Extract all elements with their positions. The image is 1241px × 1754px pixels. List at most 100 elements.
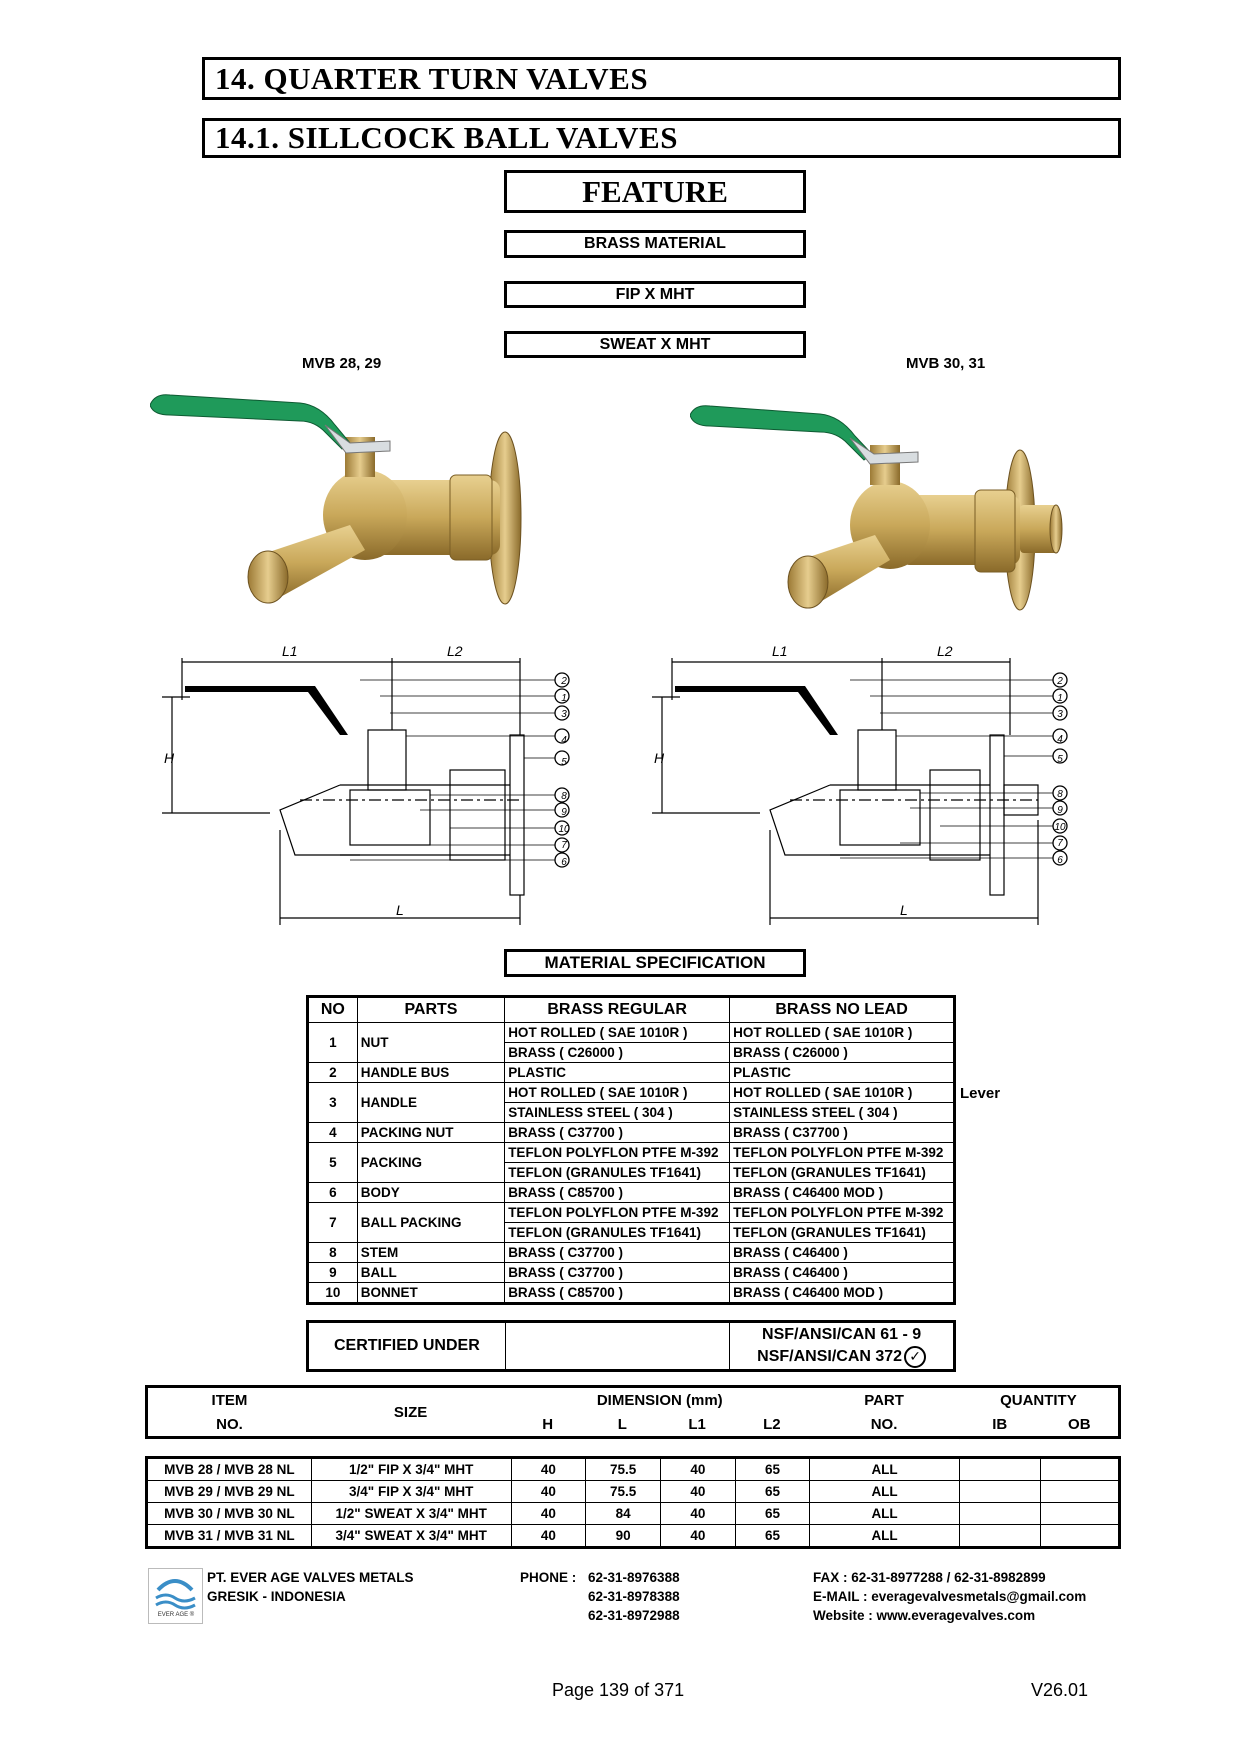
- part-name: BALL PACKING: [356, 1202, 506, 1243]
- cell-ib: [958, 1480, 1042, 1503]
- material-regular: BRASS ( C85700 ): [504, 1182, 731, 1203]
- callouts-right-3: 8 9 10 7 6: [1054, 789, 1066, 866]
- table-row: STAINLESS STEEL ( 304 )STAINLESS STEEL (…: [308, 1102, 955, 1123]
- material-no-lead: BRASS ( C46400 ): [729, 1242, 955, 1263]
- material-regular: BRASS ( C37700 ): [504, 1242, 731, 1263]
- cell-part: ALL: [809, 1480, 960, 1503]
- material-no-lead: BRASS ( C46400 ): [729, 1262, 955, 1283]
- part-name: HANDLE BUS: [356, 1062, 506, 1083]
- cell-part: ALL: [809, 1502, 960, 1525]
- material-no-lead: HOT ROLLED ( SAE 1010R ): [729, 1082, 955, 1103]
- product-caption-left: MVB 28, 29: [302, 355, 382, 372]
- cell-ib: [958, 1457, 1042, 1481]
- callouts-left-2: 4 5: [561, 735, 567, 768]
- ever-age-logo: [148, 1568, 203, 1624]
- material-regular: BRASS ( C26000 ): [504, 1042, 731, 1063]
- cell-item: MVB 29 / MVB 29 NL: [146, 1480, 312, 1503]
- part-no: 4: [307, 1122, 358, 1143]
- part-no: 6: [307, 1182, 358, 1203]
- dim-label-h: H: [164, 750, 175, 766]
- material-spec-title: MATERIAL SPECIFICATION: [504, 949, 806, 977]
- cell-l2: 65: [734, 1457, 811, 1481]
- cell-h: 40: [510, 1502, 587, 1525]
- certified-table: CERTIFIED UNDER NSF/ANSI/CAN 61 - 9 NSF/…: [306, 1320, 956, 1373]
- part-no: 7: [307, 1202, 358, 1243]
- material-no-lead: TEFLON (GRANULES TF1641): [729, 1222, 955, 1243]
- feature-item: SWEAT X MHT: [504, 331, 806, 358]
- part-no: 9: [307, 1262, 358, 1283]
- valve-photo-right: [690, 405, 1063, 611]
- cell-l2: 65: [734, 1480, 811, 1503]
- material-no-lead: BRASS ( C46400 MOD ): [729, 1182, 955, 1203]
- contact-info: FAX : 62-31-8977288 / 62-31-8982899 E-MA…: [813, 1570, 1087, 1623]
- company-info: PT. EVER AGE VALVES METALS GRESIK - INDO…: [207, 1570, 414, 1604]
- cell-h: 40: [510, 1457, 587, 1481]
- material-no-lead: BRASS ( C37700 ): [729, 1122, 955, 1143]
- cell-l1: 40: [660, 1502, 736, 1525]
- cell-h: 40: [510, 1480, 587, 1503]
- cell-l1: 40: [660, 1480, 736, 1503]
- cell-part: ALL: [809, 1524, 960, 1548]
- cell-l: 75.5: [585, 1457, 662, 1481]
- part-name: BALL: [356, 1262, 506, 1283]
- part-no: 10: [307, 1282, 358, 1304]
- cell-ob: [1040, 1480, 1120, 1503]
- material-regular: BRASS ( C37700 ): [504, 1262, 731, 1283]
- logo-text: EVER AGE ®: [157, 1612, 195, 1618]
- cell-l: 90: [585, 1524, 662, 1548]
- material-regular: PLASTIC: [504, 1062, 731, 1083]
- material-regular: TEFLON (GRANULES TF1641): [504, 1222, 731, 1243]
- callouts-left-3: 8 9 10 7 6: [558, 791, 570, 868]
- part-name: BONNET: [356, 1282, 506, 1304]
- cell-l: 75.5: [585, 1480, 662, 1503]
- material-regular: STAINLESS STEEL ( 304 ): [504, 1102, 731, 1123]
- part-name: PACKING: [356, 1142, 506, 1183]
- page-number: Page 139 of 371: [552, 1680, 685, 1700]
- certified-label: CERTIFIED UNDER: [307, 1320, 506, 1372]
- part-name: BODY: [356, 1182, 506, 1203]
- cell-ob: [1040, 1457, 1120, 1481]
- feature-item: FIP X MHT: [504, 281, 806, 308]
- material-no-lead: PLASTIC: [729, 1062, 955, 1083]
- cell-size: 1/2" FIP X 3/4" MHT: [310, 1457, 512, 1481]
- callouts-right: 2 1 3: [1057, 676, 1063, 721]
- dim-label-l1: L1: [282, 643, 298, 659]
- material-regular: BRASS ( C37700 ): [504, 1122, 731, 1143]
- material-regular: BRASS ( C85700 ): [504, 1282, 731, 1304]
- version: V26.01: [1031, 1680, 1089, 1700]
- cell-item: MVB 30 / MVB 30 NL: [146, 1502, 312, 1525]
- cell-ob: [1040, 1524, 1120, 1548]
- material-no-lead: TEFLON POLYFLON PTFE M-392: [729, 1142, 955, 1163]
- table-header-row: NO PARTS BRASS REGULAR BRASS NO LEAD: [307, 996, 955, 1023]
- cell-l2: 65: [734, 1524, 811, 1548]
- phone-list: 62-31-8976388 62-31-8978388 62-31-897298…: [588, 1570, 680, 1623]
- certified-standards: NSF/ANSI/CAN 61 - 9 NSF/ANSI/CAN 372✓: [729, 1320, 955, 1372]
- table-row: TEFLON (GRANULES TF1641)TEFLON (GRANULES…: [308, 1162, 955, 1183]
- cell-l1: 40: [660, 1524, 736, 1548]
- dim-label-l2-right: L2: [937, 643, 953, 659]
- cell-item: MVB 28 / MVB 28 NL: [146, 1457, 312, 1481]
- product-caption-right: MVB 30, 31: [906, 355, 986, 372]
- dimension-header: ITEM SIZE DIMENSION (mm) PART QUANTITY N…: [145, 1385, 1121, 1439]
- feature-item: BRASS MATERIAL: [504, 230, 806, 258]
- part-no: 3: [307, 1082, 358, 1123]
- callouts-right-2: 4 5: [1057, 734, 1063, 765]
- dim-label-l-right: L: [900, 902, 908, 918]
- material-no-lead: BRASS ( C46400 MOD ): [729, 1282, 955, 1304]
- material-regular: TEFLON (GRANULES TF1641): [504, 1162, 731, 1183]
- dim-label-l: L: [396, 902, 404, 918]
- callouts-left: 2 1 3: [561, 676, 567, 721]
- part-no: 2: [307, 1062, 358, 1083]
- cell-l2: 65: [734, 1502, 811, 1525]
